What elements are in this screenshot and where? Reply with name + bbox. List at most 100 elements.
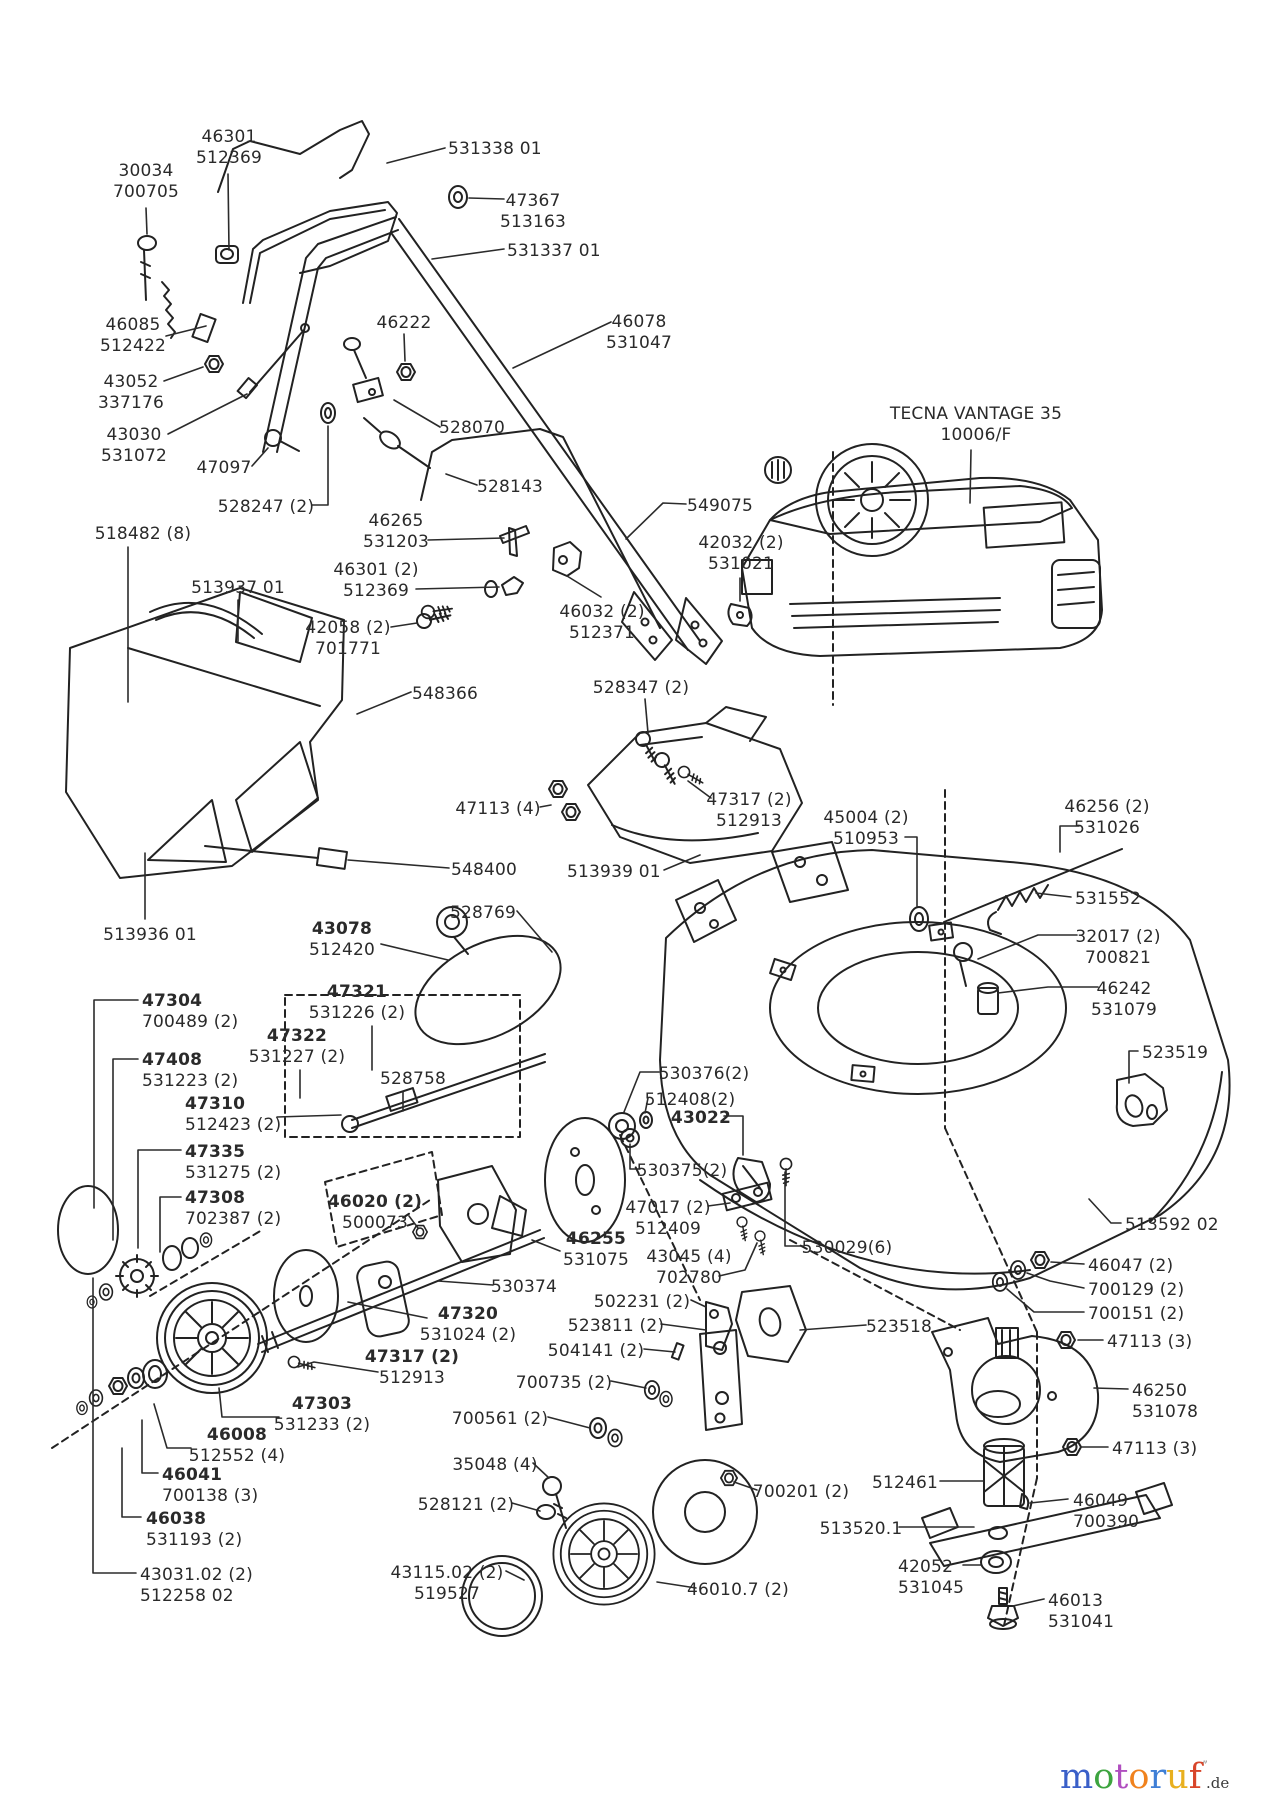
part-label-530029: 530029(6)	[801, 1238, 893, 1258]
part-label-528758: 528758	[379, 1069, 447, 1089]
leader-line-47308-702387	[159, 1196, 182, 1253]
leader-line-523518	[799, 1324, 867, 1331]
leader-line-528347	[644, 698, 649, 734]
part-label-502231: 502231 (2)	[593, 1292, 691, 1312]
motoruf-watermark[interactable]: motoruf’’.de	[1060, 1748, 1229, 1800]
logo-letter: r	[1149, 1757, 1167, 1797]
axle-wheels-illustration	[57, 1185, 410, 1416]
part-label-523518: 523518	[865, 1317, 933, 1337]
part-label-46010-7: 46010.7 (2)	[687, 1580, 789, 1600]
part-label-531552: 531552	[1075, 889, 1142, 909]
part-label-530374: 530374	[490, 1277, 558, 1297]
part-label-528070: 528070	[438, 418, 506, 438]
part-label-523519: 523519	[1142, 1043, 1209, 1063]
part-label-700151: 700151 (2)	[1088, 1304, 1185, 1324]
drive-train-illustration	[257, 906, 793, 1353]
part-label-700561: 700561 (2)	[451, 1409, 549, 1429]
leader-lines-layer	[92, 147, 1139, 1607]
part-label-43115-519527: 43115.02 (2)519527	[390, 1563, 504, 1604]
part-label-512408: 512408(2)	[644, 1090, 736, 1110]
leader-line-engine-model	[969, 449, 972, 504]
leader-line-528070	[393, 399, 441, 428]
logo-letter: o	[1093, 1757, 1115, 1797]
leader-line-531338-01	[386, 147, 446, 164]
construction-lines	[51, 451, 1038, 1631]
part-label-35048: 35048 (4)	[452, 1455, 538, 1475]
leader-line-47017-512409	[707, 1202, 731, 1207]
leader-line-43022	[723, 1115, 744, 1156]
part-label-523811: 523811 (2)	[567, 1316, 665, 1336]
part-label-46222: 46222	[376, 313, 432, 333]
leader-line-504141	[643, 1348, 676, 1353]
part-label-513937-01: 513937 01	[191, 578, 285, 598]
leader-line-530029	[784, 1171, 804, 1247]
leader-line-549075	[625, 502, 687, 540]
leader-line-512408	[644, 1097, 649, 1114]
leader-line-528143	[445, 473, 478, 486]
part-label-530375: 530375(2)	[636, 1161, 728, 1181]
logo-letter: t	[1114, 1757, 1129, 1797]
leader-line-43078-512420	[380, 943, 449, 961]
leader-line-42058-701771	[390, 622, 418, 628]
leader-line-46256-531026	[1059, 825, 1080, 853]
leader-line-46301b-512369	[415, 586, 500, 590]
leader-line-46250-531078	[1093, 1387, 1129, 1390]
logo-domain-suffix: .de	[1205, 1774, 1230, 1792]
engine-illustration	[741, 443, 1103, 657]
part-label-42032-531021: 42032 (2)531021	[698, 533, 784, 574]
height-adjuster-illustration	[461, 1285, 807, 1637]
part-label-528347: 528347 (2)	[592, 678, 690, 698]
leader-line-700129	[1026, 1272, 1085, 1289]
logo-letter: u	[1166, 1757, 1189, 1797]
handle-assembly-illustration	[137, 120, 753, 821]
part-label-47017-512409: 47017 (2)512409	[625, 1198, 711, 1239]
part-label-47113-3b: 47113 (3)	[1112, 1439, 1198, 1459]
part-label-512461: 512461	[871, 1473, 939, 1493]
leader-line-47317-512913-b	[297, 1361, 379, 1373]
leader-line-528769	[516, 910, 553, 953]
leader-line-531337-01	[431, 248, 505, 260]
part-label-518482: 518482 (8)	[94, 524, 192, 544]
leader-line-700151	[1006, 1288, 1085, 1313]
leader-line-47113-4	[539, 804, 552, 808]
part-label-700735: 700735 (2)	[515, 1373, 613, 1393]
leader-line-531552	[1035, 892, 1072, 898]
part-label-513520-1: 513520.1	[819, 1519, 903, 1539]
leader-line-46008-512552	[153, 1403, 192, 1449]
part-label-700129: 700129 (2)	[1088, 1280, 1185, 1300]
leader-line-30034-700705	[145, 207, 148, 235]
leader-line-47408-531223	[112, 1058, 139, 1241]
leader-line-43031-512258	[92, 1277, 137, 1574]
leader-line-47320-531024	[347, 1301, 428, 1319]
part-label-528121: 528121 (2)	[417, 1495, 515, 1515]
leader-line-548366	[356, 691, 412, 715]
leader-line-43052-337176	[163, 366, 204, 382]
leader-line-46085-512422	[165, 325, 207, 337]
leader-line-530375	[629, 1143, 641, 1170]
leader-line-32017-700821	[977, 934, 1078, 960]
part-label-528769: 528769	[449, 903, 517, 923]
